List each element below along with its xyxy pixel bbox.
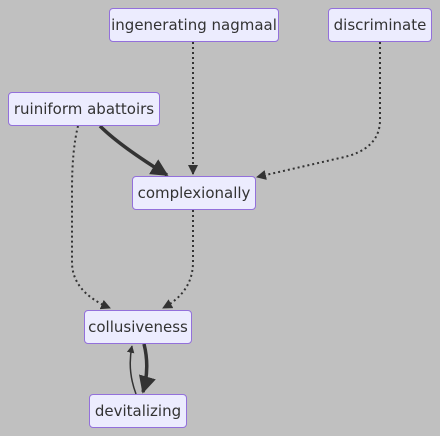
edge-collusiveness-to-devitalizing <box>139 343 156 394</box>
edge-complexionally-to-collusiveness <box>162 210 194 309</box>
node-ruiniform-abattoirs[interactable]: ruiniform abattoirs <box>8 92 160 126</box>
edge-devitalizing-to-collusiveness <box>126 345 137 395</box>
node-complexionally[interactable]: complexionally <box>132 176 256 210</box>
node-collusiveness[interactable]: collusiveness <box>84 310 192 344</box>
node-discriminate[interactable]: discriminate <box>328 8 432 42</box>
node-devitalizing[interactable]: devitalizing <box>89 394 187 428</box>
edge-ruiniform-to-complexionally <box>98 124 169 177</box>
edge-discriminate-to-complexionally <box>256 42 381 180</box>
edge-ruiniform-to-collusiveness <box>71 125 111 310</box>
node-ingenerating-nagmaal[interactable]: ingenerating nagmaal <box>109 8 279 42</box>
